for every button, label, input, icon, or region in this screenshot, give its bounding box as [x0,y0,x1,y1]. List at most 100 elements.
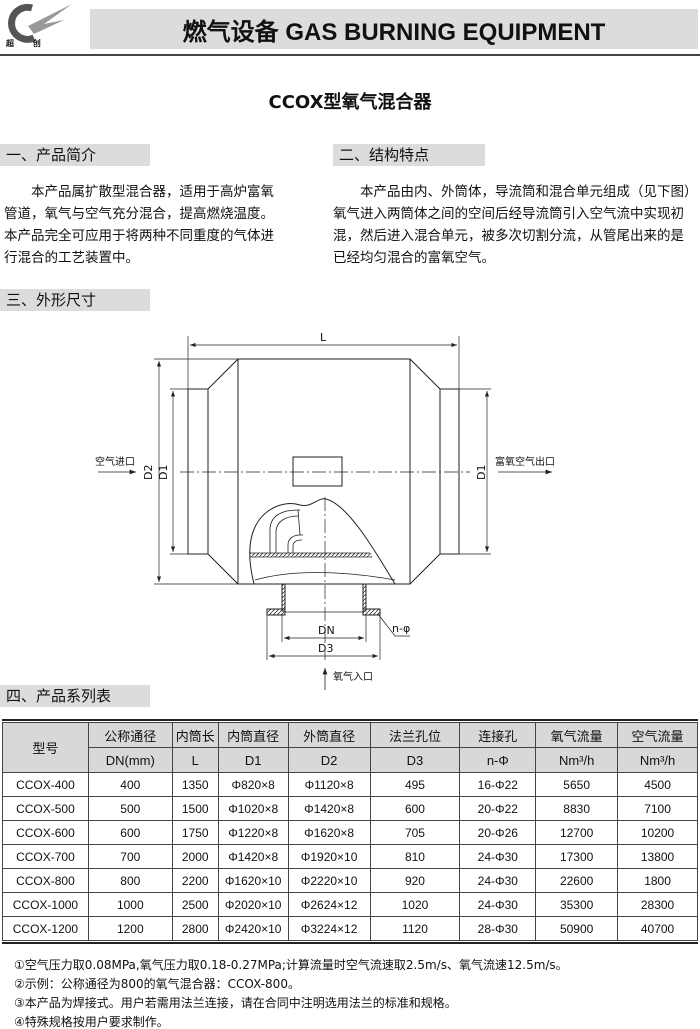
table-cell: 24-Φ30 [459,892,537,917]
table-cell: 800 [87,868,173,893]
table-cell: 17300 [535,844,619,869]
table-cell: 1200 [87,916,173,941]
column-unit: L [171,747,219,773]
table-cell: 40700 [617,916,698,941]
table-cell: Φ2624×12 [287,892,371,917]
table-cell: Φ1420×8 [287,796,371,821]
table-cell: Φ1920×10 [287,844,371,869]
table-cell: 1350 [171,772,219,797]
table-cell: 2000 [171,844,219,869]
table-cell: 20-Φ26 [459,820,537,845]
table-cell: 600 [87,820,173,845]
table-cell: 22600 [535,868,619,893]
section-heading-structure: 二、结构特点 [333,144,485,166]
table-cell: 1120 [369,916,461,941]
dim-label-n-phi: n-φ [392,622,410,635]
air-inlet-label: 空气进口 [95,455,135,468]
table-cell: 5650 [535,772,619,797]
oxygen-inlet-label: 氧气入口 [333,670,373,683]
table-cell: Φ1220×8 [217,820,289,845]
column-unit: Nm³/h [617,747,698,773]
table-cell: 600 [369,796,461,821]
logo-text: 超 创 [6,39,49,48]
column-unit: DN(mm) [87,747,173,773]
column-unit: D2 [287,747,371,773]
table-cell: 1000 [87,892,173,917]
table-cell: Φ1620×10 [217,868,289,893]
table-cell: 920 [369,868,461,893]
table-cell: 810 [369,844,461,869]
dim-label-D2: D2 [142,465,155,480]
table-cell: 1750 [171,820,219,845]
table-cell: CCOX-500 [2,796,89,821]
table-cell: Φ820×8 [217,772,289,797]
column-unit: Nm³/h [535,747,619,773]
table-cell: Φ1420×8 [217,844,289,869]
table-cell: CCOX-1000 [2,892,89,917]
header-divider [0,54,700,56]
column-unit: D3 [369,747,461,773]
table-cell: Φ3224×12 [287,916,371,941]
table-cell: 705 [369,820,461,845]
table-cell: 7100 [617,796,698,821]
table-cell: 1500 [171,796,219,821]
table-cell: 4500 [617,772,698,797]
section-heading-dimensions: 三、外形尺寸 [0,289,150,311]
notes: ①空气压力取0.08MPa,氧气压力取0.18-0.27MPa;计算流量时空气流… [14,956,568,1029]
table-cell: 35300 [535,892,619,917]
table-cell: 2500 [171,892,219,917]
column-header: 连接孔 [459,722,537,748]
column-unit: n-Φ [459,747,537,773]
table-cell: Φ1020×8 [217,796,289,821]
dim-label-D3: D3 [318,642,333,655]
table-cell: 495 [369,772,461,797]
note-2: ②示例：公称通径为800的氧气混合器：CCOX-800。 [14,977,300,991]
column-header: 空气流量 [617,722,698,748]
table-cell: Φ2420×10 [217,916,289,941]
table-cell: 700 [87,844,173,869]
note-3: ③本产品为焊接式。用户若需用法兰连接，请在合同中注明选用法兰的标准和规格。 [14,996,457,1010]
table-cell: 50900 [535,916,619,941]
dim-label-D1-left: D1 [157,465,170,480]
table-cell: 8830 [535,796,619,821]
column-header: 法兰孔位 [369,722,461,748]
section-heading-series: 四、产品系列表 [0,685,150,707]
table-cell: Φ1620×8 [287,820,371,845]
table-cell: 10200 [617,820,698,845]
table-cell: 28-Φ30 [459,916,537,941]
table-cell: 1020 [369,892,461,917]
column-header: 型号 [2,722,89,773]
column-header: 公称通径 [87,722,173,748]
dim-label-L: L [320,331,327,344]
mixer-diagram: L D2 D1 D1 DN D3 n-φ 空气进口 富氧空气出口 氧气入口 [95,331,555,690]
column-header: 内筒直径 [217,722,289,748]
dim-label-D1-right: D1 [475,465,488,480]
table-cell: Φ2020×10 [217,892,289,917]
column-header: 内筒长 [171,722,219,748]
note-1: ①空气压力取0.08MPa,氧气压力取0.18-0.27MPa;计算流量时空气流… [14,958,568,972]
note-4: ④特殊规格按用户要求制作。 [14,1015,169,1029]
company-logo [8,3,72,43]
column-unit: D1 [217,747,289,773]
table-cell: 1800 [617,868,698,893]
table-cell: Φ1120×8 [287,772,371,797]
section-heading-intro: 一、产品简介 [0,144,150,166]
dim-label-DN: DN [318,624,335,637]
structure-text: 本产品由内、外筒体，导流筒和混合单元组成（见下图）氧气进入两筒体之间的空间后经导… [333,184,691,266]
air-outlet-label: 富氧空气出口 [495,455,555,468]
table-cell: CCOX-700 [2,844,89,869]
table-cell: 24-Φ30 [459,868,537,893]
table-cell: CCOX-800 [2,868,89,893]
header-banner: 燃气设备 GAS BURNING EQUIPMENT [90,9,698,49]
column-header: 氧气流量 [535,722,619,748]
